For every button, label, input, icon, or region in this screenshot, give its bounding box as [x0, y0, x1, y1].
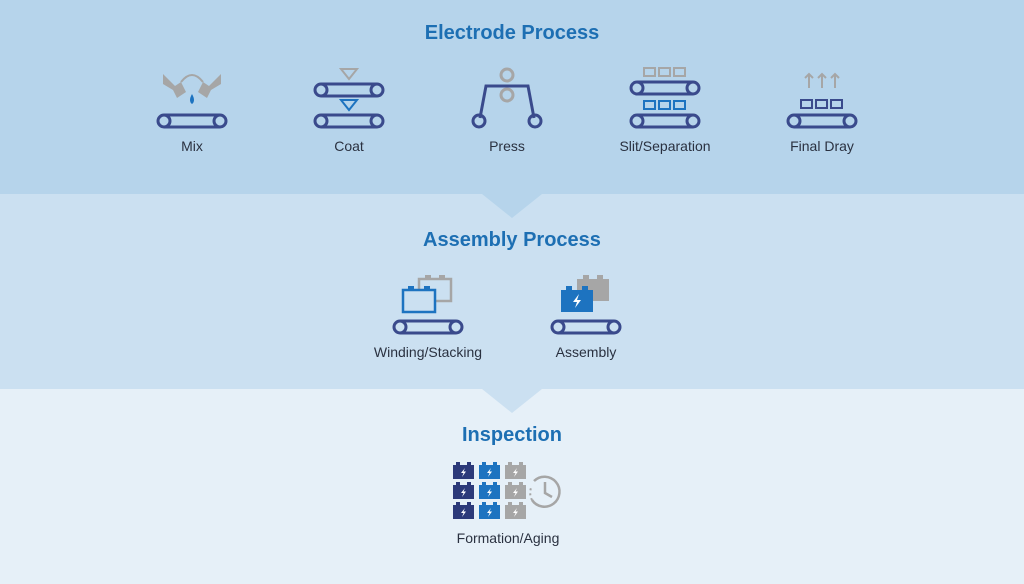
- flow-arrow: [482, 389, 542, 413]
- step-label: Assembly: [555, 344, 617, 360]
- step-press: Press: [422, 66, 592, 154]
- electrode-process-title: Electrode Process: [424, 22, 600, 44]
- step-label: Winding/Stacking: [373, 344, 483, 360]
- assembly-band: [0, 194, 1024, 389]
- slit-icon: [629, 67, 701, 129]
- step-winding-stacking: Winding/Stacking: [343, 272, 513, 360]
- step-formation-aging: Formation/Aging: [423, 462, 593, 546]
- step-label: Final Dray: [790, 138, 854, 154]
- clock-icon: [528, 475, 562, 509]
- step-label: Press: [489, 138, 525, 154]
- dry-icon: [786, 72, 858, 129]
- flow-arrow: [482, 194, 542, 218]
- step-label: Mix: [181, 138, 203, 154]
- coat-icon: [313, 68, 385, 129]
- mix-icon: [156, 74, 228, 129]
- battery-grid: [453, 462, 526, 519]
- step-assembly: Assembly: [501, 272, 671, 360]
- step-final-dray: Final Dray: [737, 66, 907, 154]
- assembly-icon: [550, 275, 622, 335]
- step-mix: Mix: [107, 66, 277, 154]
- inspection-title: Inspection: [461, 424, 562, 446]
- formation-aging-icon: [453, 462, 562, 519]
- step-label: Formation/Aging: [456, 530, 560, 546]
- step-slit-separation: Slit/Separation: [580, 66, 750, 154]
- step-label: Slit/Separation: [619, 138, 711, 154]
- step-coat: Coat: [264, 66, 434, 154]
- step-label: Coat: [334, 138, 364, 154]
- press-icon: [471, 67, 543, 129]
- assembly-process-title: Assembly Process: [423, 229, 601, 251]
- winding-icon: [392, 275, 464, 335]
